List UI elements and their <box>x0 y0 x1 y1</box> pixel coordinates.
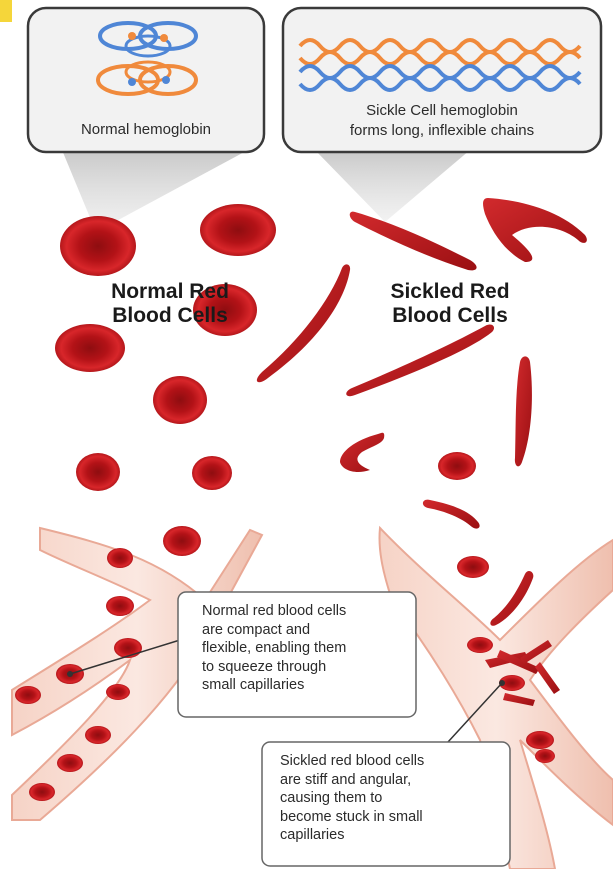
rbc <box>55 324 125 372</box>
sickled-desc-line: become stuck in small <box>280 808 505 827</box>
normal-heading-line1: Normal Red <box>70 280 270 304</box>
normal-desc-line: are compact and <box>202 621 412 640</box>
rbc <box>192 456 232 490</box>
normal-cells-upper <box>55 204 276 556</box>
rbc <box>200 204 276 256</box>
normal-desc-line: small capillaries <box>202 676 412 695</box>
rbc <box>153 376 207 424</box>
sickled-cells-description: Sickled red blood cells are stiff and an… <box>280 752 505 845</box>
normal-hemoglobin-label: Normal hemoglobin <box>30 121 262 140</box>
sickled-heading-line1: Sickled Red <box>350 280 550 304</box>
sickle-hemoglobin-label-line2: forms long, inflexible chains <box>285 122 599 141</box>
sickled-heading-line2: Blood Cells <box>350 304 550 328</box>
sickled-desc-line: causing them to <box>280 789 505 808</box>
rbc <box>76 453 120 491</box>
rbc <box>163 526 201 556</box>
normal-desc-line: flexible, enabling them <box>202 639 412 658</box>
sickled-desc-line: capillaries <box>280 826 505 845</box>
normal-cells-description: Normal red blood cells are compact and f… <box>202 602 412 695</box>
normal-desc-line: to squeeze through <box>202 658 412 677</box>
sickled-desc-line: Sickled red blood cells <box>280 752 505 771</box>
normal-desc-line: Normal red blood cells <box>202 602 412 621</box>
sickle-hemoglobin-label-line1: Sickle Cell hemoglobin <box>285 102 599 121</box>
zoom-cone-right <box>315 150 470 222</box>
sickled-desc-line: are stiff and angular, <box>280 771 505 790</box>
sickled-cells-upper <box>257 198 587 626</box>
rbc <box>60 216 136 276</box>
normal-heading-line2: Blood Cells <box>70 304 270 328</box>
